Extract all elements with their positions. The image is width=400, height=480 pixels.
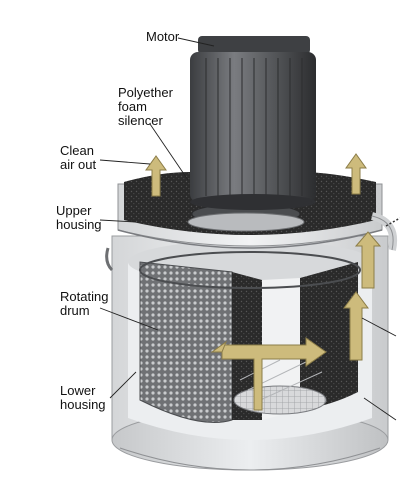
- label-clean-air-out: Clean air out: [60, 143, 97, 172]
- leader-lines: [99, 37, 397, 421]
- airflow-arrows: [145, 153, 382, 411]
- label-upper-housing: Upper housing: [56, 203, 102, 232]
- label-lower-housing: Lower housing: [60, 383, 106, 412]
- label-rotating-drum: Rotating drum: [60, 289, 109, 318]
- exhaust-pipe: [370, 212, 400, 251]
- label-motor: Motor: [146, 29, 180, 44]
- label-polyether-foam-silencer: Polyether foam silencer: [118, 85, 173, 128]
- motor-shape: [190, 36, 316, 210]
- rotating-drum-shape: [139, 251, 361, 423]
